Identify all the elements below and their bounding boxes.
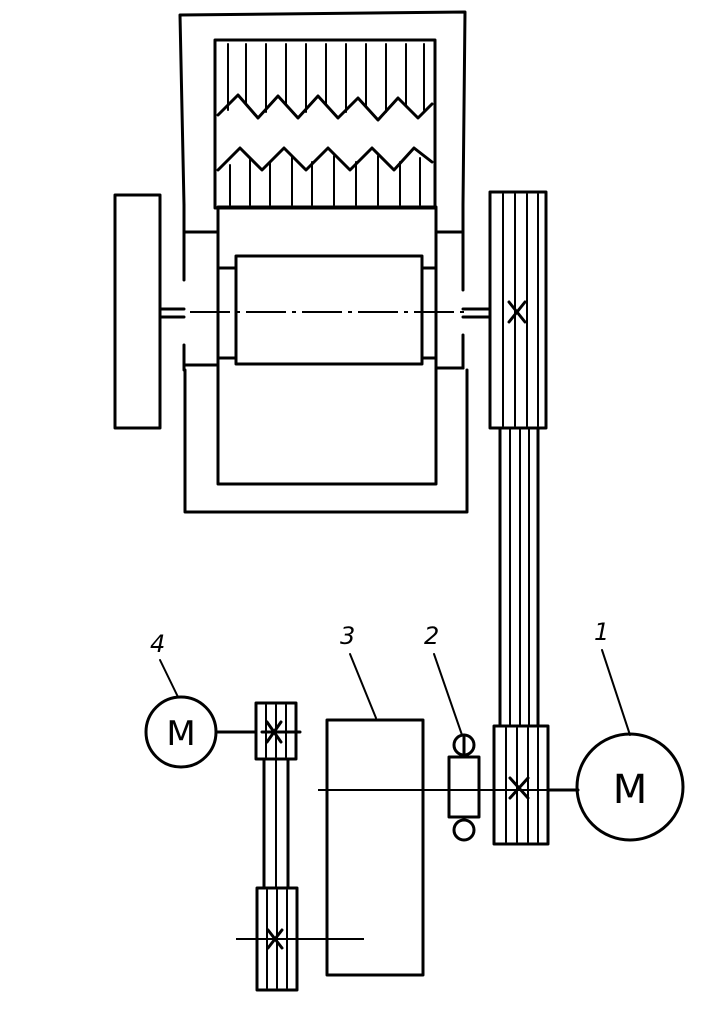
coupling xyxy=(447,733,481,842)
gearbox xyxy=(325,718,425,977)
motor-4-symbol: M xyxy=(166,714,195,754)
machine-housing xyxy=(178,10,469,514)
drum xyxy=(234,254,424,366)
label-2: 2 xyxy=(424,622,439,650)
label-1: 1 xyxy=(594,618,609,646)
bearing-blocks xyxy=(182,203,465,372)
v-belt xyxy=(498,426,540,727)
drive-pulley xyxy=(492,724,550,846)
callouts: 1 2 3 4 xyxy=(150,618,631,736)
motor-1: M xyxy=(575,732,685,842)
flywheel xyxy=(113,193,162,430)
small-belt-drive xyxy=(236,701,364,992)
label-4: 4 xyxy=(150,630,165,658)
motor-4: M xyxy=(144,695,258,769)
label-3: 3 xyxy=(340,622,355,650)
main-shaft xyxy=(158,307,492,319)
motor-1-symbol: M xyxy=(613,767,648,813)
corrugated-rolls xyxy=(216,43,434,206)
driven-pulley xyxy=(488,190,548,430)
